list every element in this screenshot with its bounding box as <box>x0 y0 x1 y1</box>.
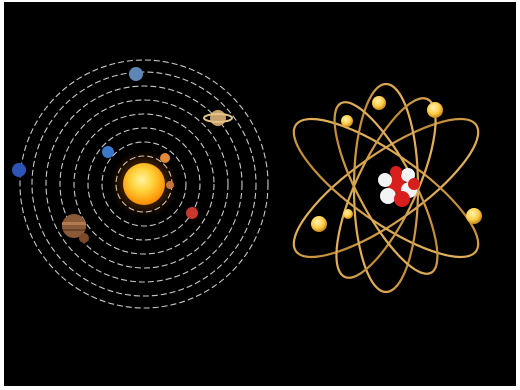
nucleus-particle <box>390 166 402 178</box>
electron-orbits <box>276 84 495 292</box>
nucleus-particle <box>380 188 396 204</box>
solar-system <box>12 60 268 308</box>
planet-mercury <box>166 181 174 189</box>
electron <box>343 209 353 219</box>
space-illustration <box>4 2 516 386</box>
nucleus-particle <box>378 173 392 187</box>
electron <box>311 216 327 232</box>
planet-saturn <box>204 110 232 126</box>
planet-mars <box>186 207 198 219</box>
atom <box>276 84 495 292</box>
electron-orbit <box>276 97 495 279</box>
illustration-canvas <box>4 2 516 386</box>
electron-orbit <box>276 97 495 279</box>
planet-earth <box>102 146 114 158</box>
electron <box>427 102 443 118</box>
electron <box>341 115 353 127</box>
sun <box>123 163 165 205</box>
electron <box>372 96 386 110</box>
planet-uranus <box>129 67 143 81</box>
nucleus-particle <box>408 178 420 190</box>
planet-pluto <box>79 233 89 243</box>
planet-venus <box>160 153 170 163</box>
nucleus-particle <box>394 191 410 207</box>
planet-neptune <box>12 163 26 177</box>
electron <box>466 208 482 224</box>
